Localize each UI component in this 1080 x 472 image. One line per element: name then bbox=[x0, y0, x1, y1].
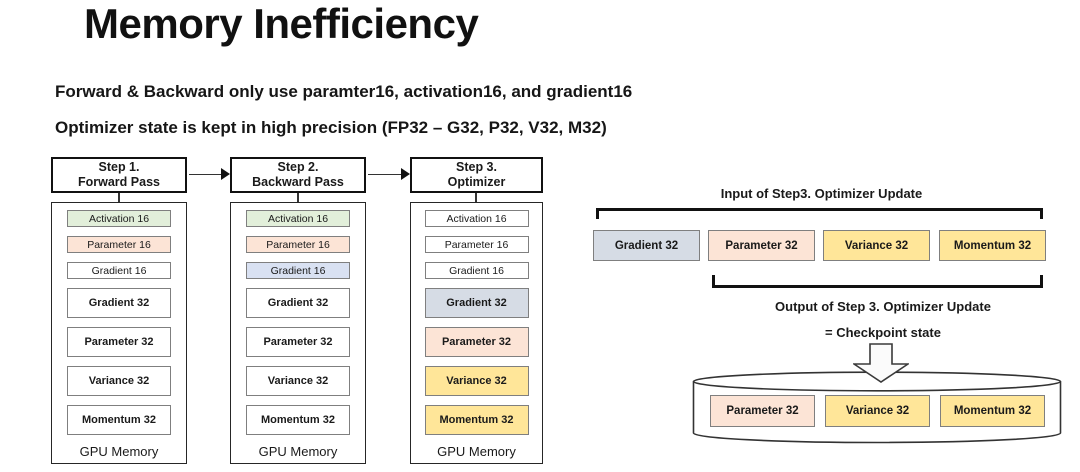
step2-header-line1: Step 2. bbox=[277, 160, 319, 174]
output-section-title: Output of Step 3. Optimizer Update bbox=[775, 299, 991, 314]
arrow-right-icon bbox=[221, 168, 230, 180]
memory-box: Activation 16 bbox=[424, 210, 529, 227]
step2-header-line2: Backward Pass bbox=[252, 175, 344, 189]
step1-header-line2: Forward Pass bbox=[78, 175, 160, 189]
memory-box: Activation 16 bbox=[67, 210, 171, 227]
memory-box: Momentum 32 bbox=[67, 405, 171, 435]
slide-title: Memory Inefficiency bbox=[84, 0, 479, 47]
memory-box: Parameter 32 bbox=[246, 327, 350, 357]
step1-gpu-memory-column: Activation 16 Parameter 16 Gradient 16 G… bbox=[51, 202, 187, 464]
input-box-parameter32: Parameter 32 bbox=[708, 230, 815, 261]
memory-box: Gradient 16 bbox=[424, 262, 529, 279]
step2-header: Step 2. Backward Pass bbox=[230, 157, 366, 193]
input-section-title: Input of Step3. Optimizer Update bbox=[720, 186, 923, 201]
output-brace-bottom bbox=[712, 275, 1043, 288]
arrow-right-line bbox=[189, 173, 221, 176]
arrow-right-line bbox=[368, 173, 401, 176]
checkpoint-box-variance32: Variance 32 bbox=[825, 395, 930, 427]
memory-box: Gradient 32 bbox=[246, 288, 350, 318]
step1-header-line1: Step 1. bbox=[98, 160, 140, 174]
memory-box: Parameter 16 bbox=[246, 236, 350, 253]
memory-box: Momentum 32 bbox=[424, 405, 529, 435]
input-box-momentum32: Momentum 32 bbox=[939, 230, 1046, 261]
memory-box: Parameter 16 bbox=[67, 236, 171, 253]
gpu-memory-label: GPU Memory bbox=[437, 444, 516, 459]
step1-header: Step 1. Forward Pass bbox=[51, 157, 187, 193]
memory-box: Gradient 32 bbox=[424, 288, 529, 318]
memory-box: Momentum 32 bbox=[246, 405, 350, 435]
memory-box: Parameter 32 bbox=[67, 327, 171, 357]
memory-box: Gradient 16 bbox=[246, 262, 350, 279]
memory-box: Parameter 16 bbox=[424, 236, 529, 253]
checkpoint-box-parameter32: Parameter 32 bbox=[710, 395, 815, 427]
checkpoint-box-momentum32: Momentum 32 bbox=[940, 395, 1045, 427]
memory-box: Activation 16 bbox=[246, 210, 350, 227]
arrow-right-icon bbox=[401, 168, 410, 180]
input-box-variance32: Variance 32 bbox=[823, 230, 930, 261]
step2-gpu-memory-column: Activation 16 Parameter 16 Gradient 16 G… bbox=[230, 202, 366, 464]
memory-box: Variance 32 bbox=[246, 366, 350, 396]
memory-box: Gradient 32 bbox=[67, 288, 171, 318]
header-connector-line bbox=[297, 193, 299, 202]
bullet-optimizer-state: Optimizer state is kept in high precisio… bbox=[55, 118, 607, 137]
input-brace-top bbox=[596, 208, 1043, 219]
gpu-memory-label: GPU Memory bbox=[79, 444, 159, 459]
header-connector-line bbox=[475, 193, 477, 202]
gpu-memory-label: GPU Memory bbox=[258, 444, 338, 459]
memory-box: Variance 32 bbox=[67, 366, 171, 396]
step3-header: Step 3. Optimizer bbox=[410, 157, 543, 193]
input-box-gradient32: Gradient 32 bbox=[593, 230, 700, 261]
checkpoint-state-label: = Checkpoint state bbox=[825, 325, 941, 340]
bullet-forward-backward: Forward & Backward only use paramter16, … bbox=[55, 82, 633, 101]
memory-box: Gradient 16 bbox=[67, 262, 171, 279]
step3-gpu-memory-column: Activation 16 Parameter 16 Gradient 16 G… bbox=[410, 202, 543, 464]
memory-box: Variance 32 bbox=[424, 366, 529, 396]
down-arrow-icon bbox=[853, 343, 909, 383]
step3-header-line2: Optimizer bbox=[447, 175, 506, 189]
memory-box: Parameter 32 bbox=[424, 327, 529, 357]
header-connector-line bbox=[118, 193, 120, 202]
step3-header-line1: Step 3. bbox=[456, 160, 497, 174]
